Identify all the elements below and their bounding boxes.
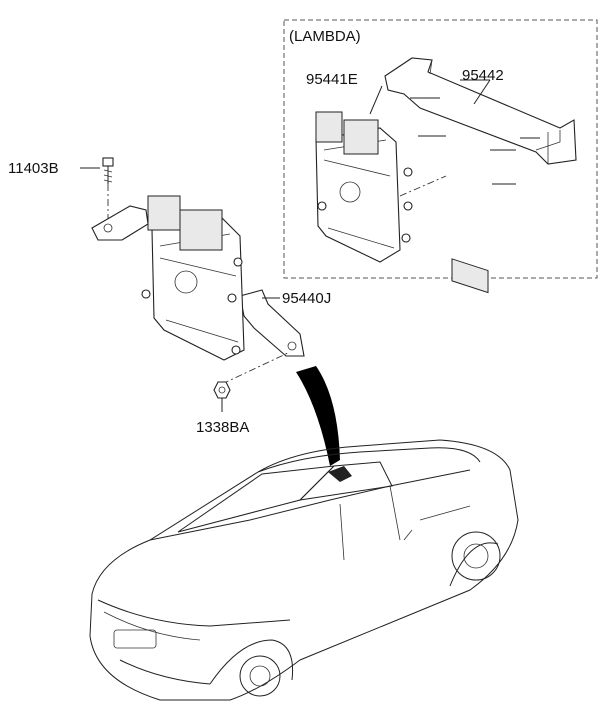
leader-95441E — [369, 85, 383, 115]
main-connector-1 — [147, 195, 181, 231]
main-connector-2 — [179, 209, 223, 251]
lambda-bracket — [384, 57, 577, 294]
leader-95442-b — [473, 79, 491, 105]
label-95441E: 95441E — [306, 71, 358, 88]
label-95442: 95442 — [462, 67, 504, 84]
lambda-install-line — [399, 175, 447, 197]
lambda-ecu — [315, 111, 413, 263]
label-11403B: 11403B — [8, 160, 59, 177]
bracket-slot — [451, 258, 489, 294]
bolt — [102, 157, 114, 184]
nut-install-line — [221, 351, 291, 385]
location-arrow — [296, 366, 340, 466]
label-1338BA: 1338BA — [196, 419, 249, 436]
main-ecu — [141, 195, 245, 361]
lambda-connector-2 — [343, 119, 379, 155]
lambda-variant-label: (LAMBDA) — [289, 28, 361, 45]
car-illustration — [89, 439, 519, 701]
nut — [213, 381, 231, 399]
label-95440J: 95440J — [282, 290, 331, 307]
lambda-connector-1 — [315, 111, 343, 143]
lambda-variant-box — [283, 19, 598, 279]
main-bracket — [91, 205, 305, 357]
